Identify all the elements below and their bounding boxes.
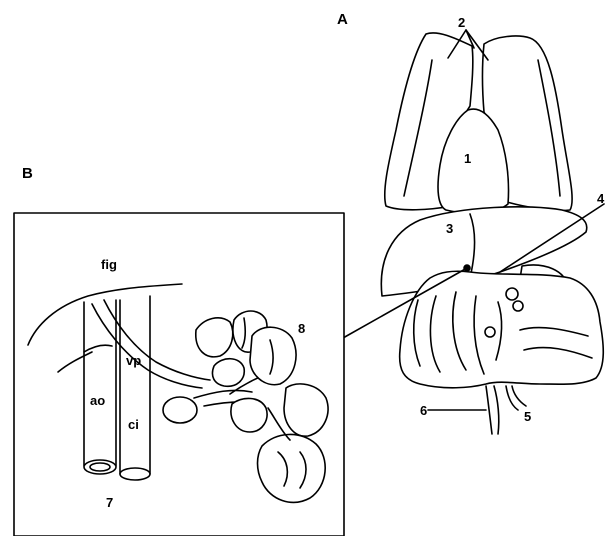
label-fig: fig: [101, 258, 117, 271]
panel-a-label: A: [337, 12, 348, 27]
node-cluster-1: [196, 318, 233, 357]
label-3: 3: [446, 222, 453, 235]
label-ci: ci: [128, 418, 139, 431]
label-7: 7: [106, 496, 113, 509]
label-1: 1: [464, 152, 471, 165]
panel-a-drawing: [343, 30, 604, 434]
vessel-5: [506, 386, 518, 410]
label-5: 5: [524, 410, 531, 423]
label-ao: ao: [90, 394, 105, 407]
node-cluster-4: [212, 359, 244, 387]
node-cluster-6: [284, 384, 328, 436]
vessel-cross-section: [163, 397, 197, 423]
panel-b-drawing: [14, 213, 344, 536]
label-2: 2: [458, 16, 465, 29]
panel-b-label: B: [22, 166, 33, 181]
label-vp: vp: [126, 354, 141, 367]
label-4: 4: [597, 192, 604, 205]
label-8: 8: [298, 322, 305, 335]
vessel-6: [486, 386, 492, 434]
label-6: 6: [420, 404, 427, 417]
node-cluster-5: [231, 398, 267, 432]
